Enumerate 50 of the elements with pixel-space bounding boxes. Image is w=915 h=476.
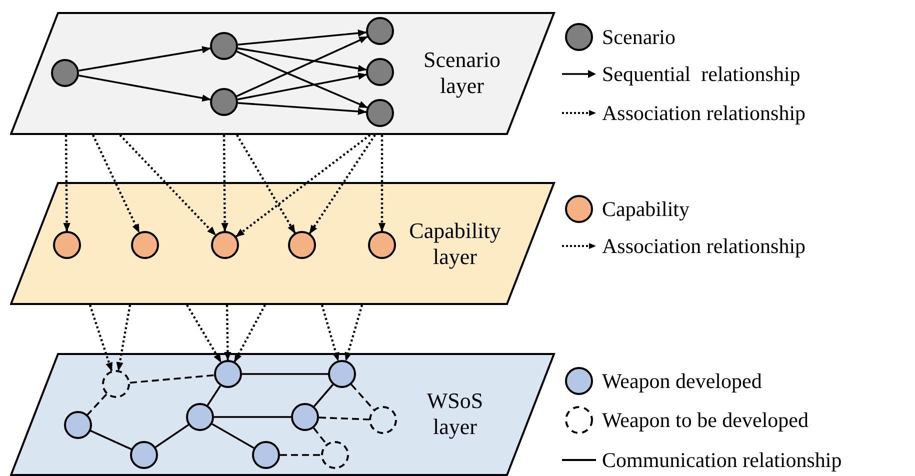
arrow bbox=[308, 134, 376, 234]
layer-plane bbox=[10, 182, 556, 305]
arrow bbox=[92, 134, 140, 234]
legend-text: Sequential relationship bbox=[602, 61, 800, 87]
arrow bbox=[221, 134, 228, 232]
layer-plane bbox=[10, 12, 556, 135]
arrow bbox=[224, 304, 232, 361]
connector-line bbox=[350, 384, 374, 410]
arrow bbox=[119, 134, 216, 236]
arrow bbox=[238, 47, 368, 72]
connector-line bbox=[318, 416, 370, 420]
connector-line bbox=[206, 385, 222, 406]
arrow bbox=[236, 134, 296, 234]
connector-line bbox=[86, 394, 108, 416]
connector-line bbox=[312, 427, 328, 445]
connector-line bbox=[90, 430, 132, 450]
arrow bbox=[78, 46, 212, 72]
arrow bbox=[234, 304, 266, 362]
connector-line bbox=[130, 374, 214, 384]
arrow bbox=[344, 304, 364, 362]
legend-text: Weapon developed bbox=[602, 368, 762, 394]
arrow bbox=[236, 36, 368, 98]
arrow bbox=[320, 304, 340, 362]
arrow bbox=[238, 102, 367, 116]
connector-line bbox=[242, 373, 328, 375]
arrow bbox=[63, 134, 70, 232]
arrow bbox=[78, 74, 212, 102]
arrow bbox=[116, 304, 132, 372]
arrow bbox=[236, 50, 368, 108]
connector-line bbox=[313, 384, 334, 407]
connector-line bbox=[214, 416, 291, 418]
arrow bbox=[235, 134, 371, 238]
connector-line bbox=[155, 424, 189, 448]
connector-line bbox=[280, 454, 321, 456]
layer-label: WSoS layer bbox=[426, 388, 484, 440]
legend-text: Association relationship bbox=[602, 100, 806, 126]
legend-text: Capability bbox=[602, 196, 690, 222]
arrow bbox=[186, 304, 222, 363]
legend-text: Scenario bbox=[602, 24, 676, 50]
arrow bbox=[238, 72, 368, 100]
layer-label: Capability layer bbox=[408, 218, 502, 270]
arrow bbox=[378, 135, 386, 232]
layer-plane bbox=[10, 353, 556, 476]
arrow bbox=[88, 304, 113, 372]
layer-label: Scenario layer bbox=[422, 47, 502, 99]
connector-line bbox=[212, 423, 254, 449]
legend-text: Association relationship bbox=[602, 233, 806, 259]
legend-text: Weapon to be developed bbox=[602, 407, 808, 433]
arrow bbox=[238, 30, 367, 46]
legend-text: Communication relationship bbox=[602, 447, 842, 473]
